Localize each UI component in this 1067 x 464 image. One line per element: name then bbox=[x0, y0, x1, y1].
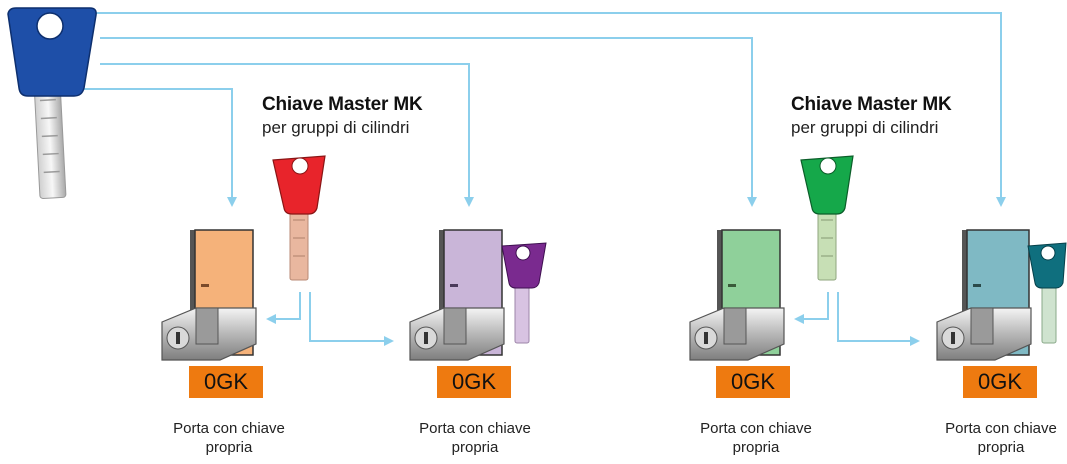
mk-title-group-1: Chiave Master MK bbox=[262, 94, 423, 115]
caption-line-1: Porta con chiave bbox=[945, 420, 1057, 437]
caption-line-2: propria bbox=[451, 439, 499, 456]
cylinder-icon-3 bbox=[689, 307, 785, 361]
caption-line-2: propria bbox=[205, 439, 253, 456]
mk-key-icon-group-2 bbox=[800, 155, 854, 281]
mk-connectors-group-1 bbox=[266, 292, 394, 346]
caption-line-2: propria bbox=[977, 439, 1025, 456]
caption-door-2: Porta con chiave propria bbox=[400, 419, 550, 457]
caption-line-1: Porta con chiave bbox=[419, 420, 531, 437]
mk2-connector-door-2 bbox=[837, 292, 920, 346]
mk2-connector-door-1 bbox=[794, 292, 829, 324]
mk1-connector-door-2 bbox=[309, 292, 394, 346]
mk-key-icon-group-1 bbox=[272, 155, 326, 281]
cylinder-icon-2 bbox=[409, 307, 505, 361]
connector-to-door-2 bbox=[100, 63, 474, 207]
caption-door-3: Porta con chiave propria bbox=[681, 419, 831, 457]
caption-line-2: propria bbox=[732, 439, 780, 456]
mk-subtitle-group-1: per gruppi di cilindri bbox=[262, 118, 410, 137]
mk-subtitle-group-2: per gruppi di cilindri bbox=[791, 118, 939, 137]
grand-master-key-icon bbox=[7, 7, 97, 199]
code-badge-door-2: 0GK bbox=[437, 366, 511, 398]
connector-to-door-3 bbox=[100, 37, 757, 207]
cylinder-icon-4 bbox=[936, 307, 1032, 361]
connector-to-door-1 bbox=[75, 88, 237, 207]
own-key-icon-door-4 bbox=[1027, 242, 1067, 344]
cylinder-icon-1 bbox=[161, 307, 257, 361]
mk-connectors-group-2 bbox=[794, 292, 920, 346]
mk-title-group-2: Chiave Master MK bbox=[791, 94, 952, 115]
caption-line-1: Porta con chiave bbox=[173, 420, 285, 437]
caption-line-1: Porta con chiave bbox=[700, 420, 812, 437]
grand-master-connectors bbox=[75, 12, 1006, 207]
connector-to-door-4 bbox=[95, 12, 1006, 207]
code-badge-door-1: 0GK bbox=[189, 366, 263, 398]
caption-door-4: Porta con chiave propria bbox=[926, 419, 1067, 457]
code-badge-door-4: 0GK bbox=[963, 366, 1037, 398]
mk1-connector-door-1 bbox=[266, 292, 301, 324]
own-key-icon-door-2 bbox=[501, 242, 547, 344]
caption-door-1: Porta con chiave propria bbox=[154, 419, 304, 457]
code-badge-door-3: 0GK bbox=[716, 366, 790, 398]
